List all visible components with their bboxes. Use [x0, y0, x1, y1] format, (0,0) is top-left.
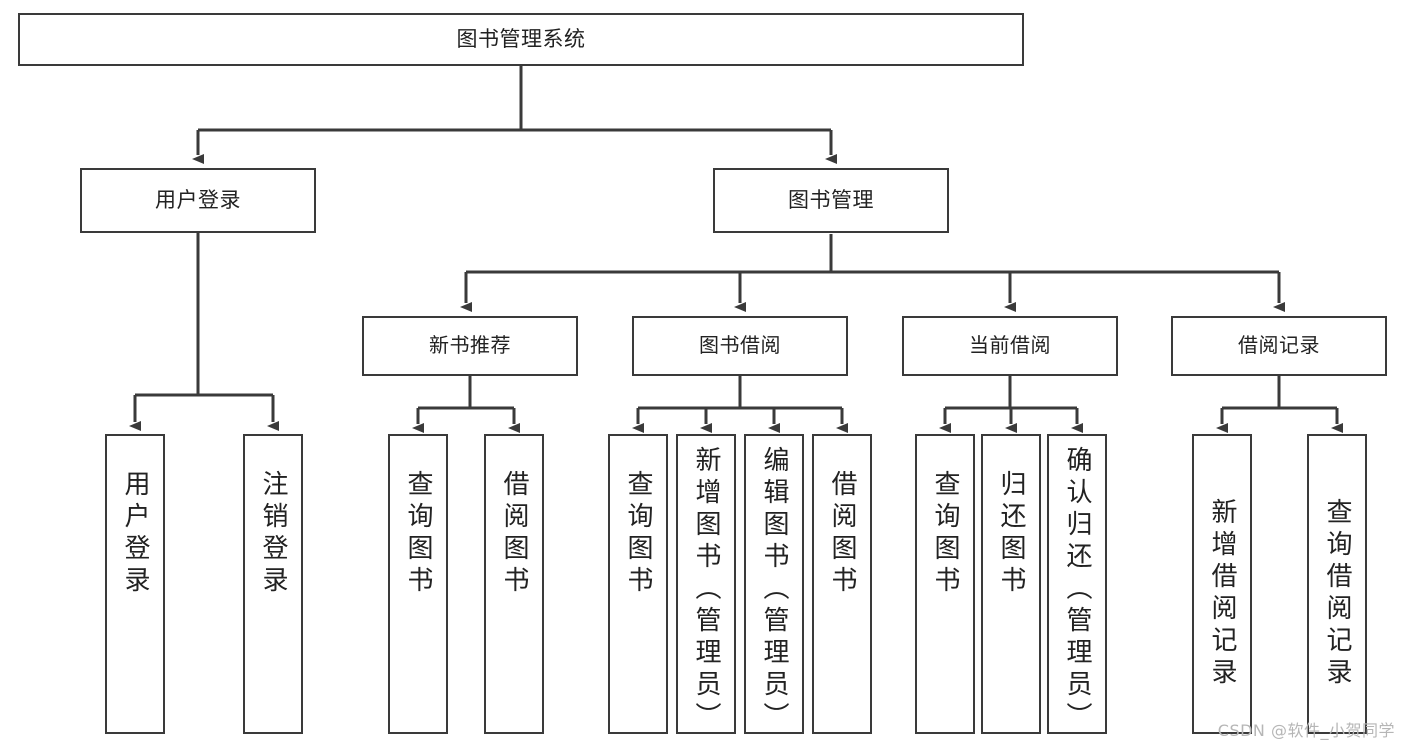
node-leaf-logout-login-label: 注销登录: [258, 470, 288, 598]
node-leaf-query-book-current-label: 查询图书: [930, 470, 960, 598]
edge-group-borrow-record: [1216, 375, 1343, 433]
node-leaf-add-borrow-record[interactable]: 新增借阅记录: [1192, 434, 1252, 734]
node-new-book-recommend-label: 新书推荐: [429, 333, 511, 358]
node-book-management[interactable]: 图书管理: [713, 168, 949, 233]
node-borrow-record-label: 借阅记录: [1238, 333, 1320, 358]
node-current-borrow[interactable]: 当前借阅: [902, 316, 1118, 376]
node-leaf-user-login-label: 用户登录: [120, 470, 150, 598]
node-leaf-query-book-borrow-label: 查询图书: [623, 470, 653, 598]
node-leaf-user-login[interactable]: 用户登录: [105, 434, 165, 734]
node-leaf-edit-book-admin[interactable]: 编辑图书（管理员）: [744, 434, 804, 734]
node-current-borrow-label: 当前借阅: [969, 333, 1051, 358]
node-leaf-borrow-book-recommend[interactable]: 借阅图书: [484, 434, 544, 734]
node-leaf-borrow-book-recommend-label: 借阅图书: [499, 470, 529, 598]
node-new-book-recommend[interactable]: 新书推荐: [362, 316, 578, 376]
node-leaf-return-book-label: 归还图书: [996, 470, 1026, 598]
node-leaf-confirm-return-admin-label: 确认归还（管理员）: [1062, 446, 1092, 734]
node-leaf-query-book-borrow[interactable]: 查询图书: [608, 434, 668, 734]
node-user-login[interactable]: 用户登录: [80, 168, 316, 233]
node-book-management-label: 图书管理: [788, 188, 874, 213]
node-root-system-label: 图书管理系统: [456, 27, 586, 52]
node-leaf-query-borrow-record-label: 查询借阅记录: [1322, 498, 1352, 690]
node-leaf-edit-book-admin-label: 编辑图书（管理员）: [759, 446, 789, 734]
node-leaf-borrow-book-label: 借阅图书: [827, 470, 857, 598]
node-leaf-add-borrow-record-label: 新增借阅记录: [1207, 498, 1237, 690]
node-borrow-record[interactable]: 借阅记录: [1171, 316, 1387, 376]
node-leaf-query-book-recommend-label: 查询图书: [403, 470, 433, 598]
edge-group-root: [192, 66, 837, 164]
node-leaf-query-book-current[interactable]: 查询图书: [915, 434, 975, 734]
edge-group-new-book: [412, 375, 520, 433]
watermark: CSDN @软件_小贺同学: [1217, 721, 1395, 740]
edge-group-user-login: [129, 233, 279, 431]
node-book-borrow-label: 图书借阅: [699, 333, 781, 358]
node-book-borrow[interactable]: 图书借阅: [632, 316, 848, 376]
edge-group-book-borrow: [632, 375, 848, 433]
node-leaf-borrow-book[interactable]: 借阅图书: [812, 434, 872, 734]
node-user-login-label: 用户登录: [155, 188, 241, 213]
edge-group-current-borrow: [939, 375, 1083, 433]
node-leaf-logout-login[interactable]: 注销登录: [243, 434, 303, 734]
node-leaf-query-book-recommend[interactable]: 查询图书: [388, 434, 448, 734]
node-leaf-add-book-admin[interactable]: 新增图书（管理员）: [676, 434, 736, 734]
node-leaf-query-borrow-record[interactable]: 查询借阅记录: [1307, 434, 1367, 734]
edge-group-book-manage: [460, 234, 1285, 312]
node-leaf-add-book-admin-label: 新增图书（管理员）: [691, 446, 721, 734]
node-leaf-return-book[interactable]: 归还图书: [981, 434, 1041, 734]
node-leaf-confirm-return-admin[interactable]: 确认归还（管理员）: [1047, 434, 1107, 734]
node-root-system[interactable]: 图书管理系统: [18, 13, 1024, 66]
